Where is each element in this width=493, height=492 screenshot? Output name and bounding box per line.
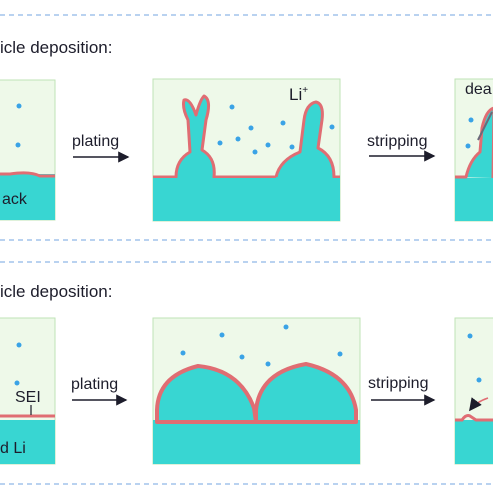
li-ion-dot bbox=[217, 140, 223, 146]
li-ion-dot bbox=[337, 351, 343, 357]
top-stripping-label: stripping bbox=[367, 133, 427, 150]
top-right-box: dea bbox=[454, 78, 493, 222]
bottom-plating-label: plating bbox=[71, 376, 118, 393]
sei-label: SEI bbox=[15, 389, 41, 406]
li-ion-dot bbox=[476, 377, 482, 383]
li-ion-dot bbox=[16, 342, 22, 348]
top-plating-label: plating bbox=[72, 133, 119, 150]
particle-left bbox=[155, 364, 258, 424]
particle-right bbox=[254, 362, 358, 424]
top-left-label: ack bbox=[2, 191, 28, 208]
li-ion-dot bbox=[248, 125, 254, 131]
li-ion-dot bbox=[15, 142, 21, 148]
bottom-left-label: d Li bbox=[0, 440, 26, 457]
bottom-right-box bbox=[454, 317, 493, 465]
top-left-box: ack bbox=[0, 79, 56, 221]
li-ion-dot bbox=[16, 103, 22, 109]
li-ion-dot bbox=[239, 354, 245, 360]
li-ion-dot bbox=[468, 117, 474, 123]
stripping-motion-arrow bbox=[469, 397, 489, 412]
bottom-heading: icle deposition: bbox=[0, 282, 112, 301]
li-ion-dot bbox=[329, 124, 335, 130]
li-ion-dot bbox=[280, 120, 286, 126]
li-ion-label: Li+ bbox=[289, 85, 308, 104]
dead-li-fragment bbox=[455, 106, 493, 179]
li-ion-dot bbox=[219, 332, 225, 338]
li-ion-dot bbox=[14, 380, 20, 386]
li-ion-dot bbox=[467, 333, 473, 339]
li-ion-dot bbox=[265, 361, 271, 367]
li-ion-dot bbox=[283, 324, 289, 330]
bottom-middle-box bbox=[152, 317, 361, 465]
bottom-stripping-label: stripping bbox=[368, 375, 428, 392]
top-middle-box: Li+ bbox=[152, 78, 341, 222]
top-heading: icle deposition: bbox=[0, 38, 112, 57]
dendrite-left bbox=[153, 94, 276, 179]
li-ion-dot bbox=[180, 350, 186, 356]
dendrite-right bbox=[274, 100, 340, 179]
top-right-label: dea bbox=[465, 81, 492, 98]
bottom-left-box: SEI d Li bbox=[0, 317, 56, 465]
li-ion-dot bbox=[265, 142, 271, 148]
li-ion-dot bbox=[252, 149, 258, 155]
li-ion-dot bbox=[465, 143, 471, 149]
li-ion-dot bbox=[235, 136, 241, 142]
li-ion-dot bbox=[289, 144, 295, 150]
li-ion-dot bbox=[229, 104, 235, 110]
